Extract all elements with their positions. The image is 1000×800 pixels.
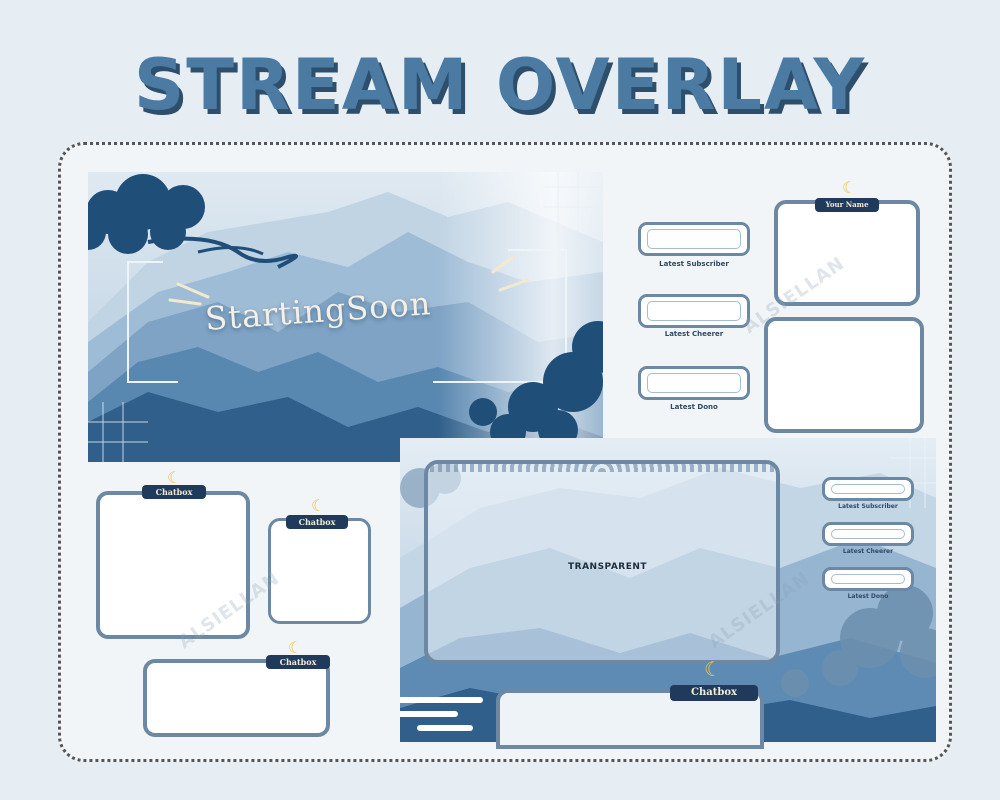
transparent-label: TRANSPARENT — [568, 562, 648, 572]
webcam-frame — [764, 317, 924, 433]
overlay-alert-subscriber — [822, 477, 914, 501]
chatbox-badge: Chatbox — [266, 655, 330, 669]
cloud-ornament-icon — [88, 174, 298, 269]
chatbox-wide-frame — [143, 659, 330, 737]
transparent-game-area — [424, 460, 780, 664]
scallop-trim — [428, 464, 776, 472]
camera-name-badge: Your Name — [815, 198, 879, 212]
moon-icon: ☾ — [311, 496, 326, 515]
chatbox-badge: Chatbox — [286, 515, 348, 529]
alert-subscriber-label: Latest Subscriber — [659, 260, 729, 268]
page-title: STREAM OVERLAY — [133, 44, 867, 126]
alert-subscriber-plaque — [638, 222, 750, 256]
alert-donor-plaque — [638, 366, 750, 400]
chatbox-badge: Chatbox — [142, 485, 206, 499]
moon-icon: ☾ — [842, 178, 857, 197]
alert-donor-label: Latest Dono — [670, 403, 718, 411]
moon-icon: ☾ — [167, 468, 182, 487]
alert-cheerer-plaque — [638, 294, 750, 328]
overlay-alert-cheerer — [822, 522, 914, 546]
chatbox-badge: Chatbox — [670, 685, 758, 701]
overlay-alert-donor-label: Latest Dono — [847, 593, 889, 600]
overlay-alert-cheerer-label: Latest Cheerer — [842, 548, 894, 555]
starting-soon-scene — [88, 172, 603, 462]
moon-icon: ☾ — [704, 657, 722, 681]
alert-cheerer-label: Latest Cheerer — [664, 330, 724, 338]
overlay-alert-donor — [822, 567, 914, 591]
chatbox-tall-frame — [268, 518, 371, 624]
mountain-scene — [88, 172, 603, 462]
overlay-alert-subscriber-label: Latest Subscriber — [838, 503, 898, 510]
moon-icon: ☾ — [288, 638, 303, 657]
